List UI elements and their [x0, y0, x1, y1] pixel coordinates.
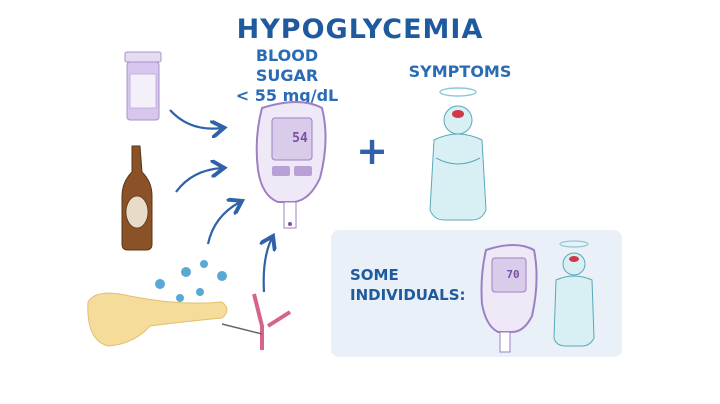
label-line1: SOME	[350, 266, 399, 284]
pancreas-icon	[87, 292, 228, 347]
symptoms-label: SYMPTOMS	[408, 62, 512, 81]
plus-icon: +	[356, 129, 388, 173]
syringe-icon	[221, 323, 263, 335]
insulin-molecules-icon	[155, 260, 227, 302]
arrow-icon	[175, 168, 222, 193]
some-individuals-label: SOME INDIVIDUALS:	[350, 265, 466, 305]
blood-sugar-threshold: < 55 mg/dL	[235, 86, 339, 105]
meter-reading: 54	[292, 131, 308, 146]
medication-bottle-icon	[124, 51, 162, 121]
arrow-icon	[264, 238, 272, 293]
panel-meter-reading: 70	[506, 268, 519, 281]
glucose-meter-icon: 54	[255, 101, 327, 229]
arrow-icon	[206, 202, 240, 245]
shaky-figure-icon	[429, 87, 487, 221]
arrow-icon	[169, 109, 222, 129]
panel-shaky-figure-icon	[553, 240, 595, 347]
blood-sugar-label: BLOOD SUGAR < 55 mg/dL	[222, 46, 352, 106]
alcohol-bottle-icon	[121, 145, 153, 251]
blood-sugar-line1: BLOOD SUGAR	[255, 46, 319, 85]
antibody-icon	[252, 293, 292, 350]
label-line2: INDIVIDUALS:	[350, 286, 466, 304]
panel-glucose-meter-icon: 70	[480, 244, 538, 353]
page-title: HYPOGLYCEMIA	[236, 14, 484, 45]
